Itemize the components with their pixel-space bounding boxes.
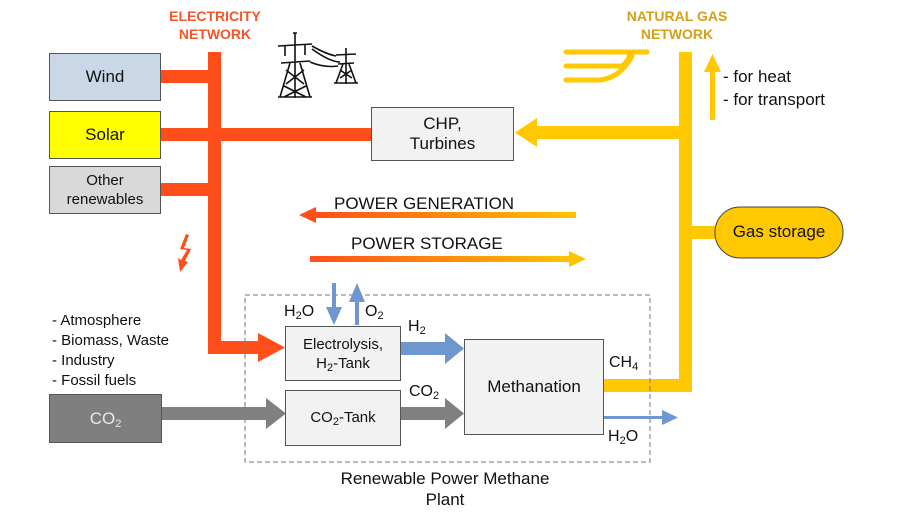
h2-flow-shaft (400, 342, 447, 355)
h2o-out-label: H2O (608, 428, 639, 447)
o2-label: O2 (365, 303, 384, 322)
plant-caption: Renewable Power Methane Plant (290, 468, 600, 510)
gas-network-lines (515, 52, 721, 392)
gas-to-storage (690, 226, 720, 239)
plant-caption-line2: Plant (425, 490, 465, 509)
gas-storage-label: Gas storage (732, 222, 826, 241)
electricity-arrowhead (258, 333, 285, 362)
plant-boundary (244, 294, 651, 463)
electrolysis-line2: H2-Tank (316, 354, 370, 374)
solar-chp-connector (160, 128, 372, 141)
wind-box: Wind (49, 53, 161, 101)
co2-source-label: CO2 (89, 408, 122, 430)
other-connector (160, 183, 210, 196)
chp-line1: CHP, (423, 114, 462, 133)
o2-out-shaft (355, 300, 359, 325)
h2o-in-arrowhead (326, 307, 342, 325)
gas-uses-list: - for heat - for transport (723, 65, 825, 111)
co2-tank-label: CO2-Tank (310, 409, 376, 428)
electricity-to-electrolysis (208, 341, 260, 354)
electrolysis-line1: Electrolysis, (302, 335, 384, 353)
co2-source-box: CO2 (49, 394, 162, 443)
co2-source-arrowhead (266, 398, 286, 429)
h2o-out-arrowhead (662, 410, 678, 425)
co2-tank-arrowhead (445, 398, 464, 429)
electricity-network-header: ELECTRICITY NETWORK (150, 7, 280, 43)
electricity-trunk (208, 52, 221, 352)
h2-label: H2 (408, 318, 426, 337)
power-generation-label: POWER GENERATION (334, 194, 515, 213)
power-generation-arrow (299, 207, 576, 223)
gas-use-item: - for transport (723, 90, 826, 109)
co2-source-item: - Industry (52, 352, 115, 369)
electrolysis-box: Electrolysis, H2-Tank (285, 326, 401, 381)
methanation-label: Methanation (487, 377, 581, 396)
other-label-line2: renewables (66, 191, 144, 208)
gas-header-line1: NATURAL GAS (626, 8, 728, 24)
water-arrows (326, 283, 678, 425)
power-pylons-icon (277, 32, 358, 98)
ch4-to-gas-trunk (603, 379, 692, 392)
chp-turbines-box: CHP, Turbines (371, 107, 514, 161)
gas-storage-shape (714, 206, 844, 259)
co2-arrows (161, 398, 464, 429)
electricity-header-line1: ELECTRICITY (169, 8, 261, 24)
h2o-in-shaft (332, 283, 336, 309)
co2-source-item: - Atmosphere (52, 312, 142, 329)
h2o-in-label: H2O (284, 303, 315, 322)
gas-to-chp-arrowhead (515, 118, 537, 147)
chp-line2: Turbines (409, 134, 476, 153)
solar-box: Solar (49, 111, 161, 159)
h2-flow-arrowhead (445, 333, 464, 364)
co2-tank-box: CO2-Tank (285, 390, 401, 446)
power-storage-label: POWER STORAGE (351, 234, 503, 253)
gas-network-header: NATURAL GAS NETWORK (612, 7, 742, 43)
h2o-out-shaft (603, 416, 665, 419)
o2-out-arrowhead (349, 283, 365, 302)
ch4-label: CH4 (609, 354, 639, 373)
gas-use-arrow-shaft (710, 70, 715, 120)
electricity-header-line2: NETWORK (178, 26, 252, 42)
wind-connector (160, 70, 210, 83)
gas-use-item: - for heat (723, 67, 792, 86)
electricity-network-lines (160, 52, 372, 362)
methanation-box: Methanation (464, 339, 604, 435)
co2-source-item: - Biomass, Waste (52, 332, 169, 349)
co2-source-item: - Fossil fuels (52, 372, 137, 389)
solar-label: Solar (85, 125, 125, 144)
co2-sources-list: - Atmosphere - Biomass, Waste - Industry… (52, 311, 169, 391)
co2-tank-shaft (400, 407, 447, 420)
gas-pipes-icon (563, 49, 650, 83)
gas-trunk (679, 52, 692, 392)
co2-source-shaft (161, 407, 269, 420)
other-label-line1: Other (86, 172, 124, 189)
gas-header-line2: NETWORK (640, 26, 714, 42)
other-renewables-box: Other renewables (49, 166, 161, 214)
co2-flow-label: CO2 (409, 383, 440, 402)
wind-label: Wind (85, 67, 125, 86)
gas-to-chp (535, 126, 681, 139)
lightning-bolt-icon (178, 234, 191, 272)
gas-use-arrowhead (704, 54, 721, 72)
power-storage-arrow (310, 251, 586, 267)
plant-caption-line1: Renewable Power Methane (340, 469, 550, 488)
